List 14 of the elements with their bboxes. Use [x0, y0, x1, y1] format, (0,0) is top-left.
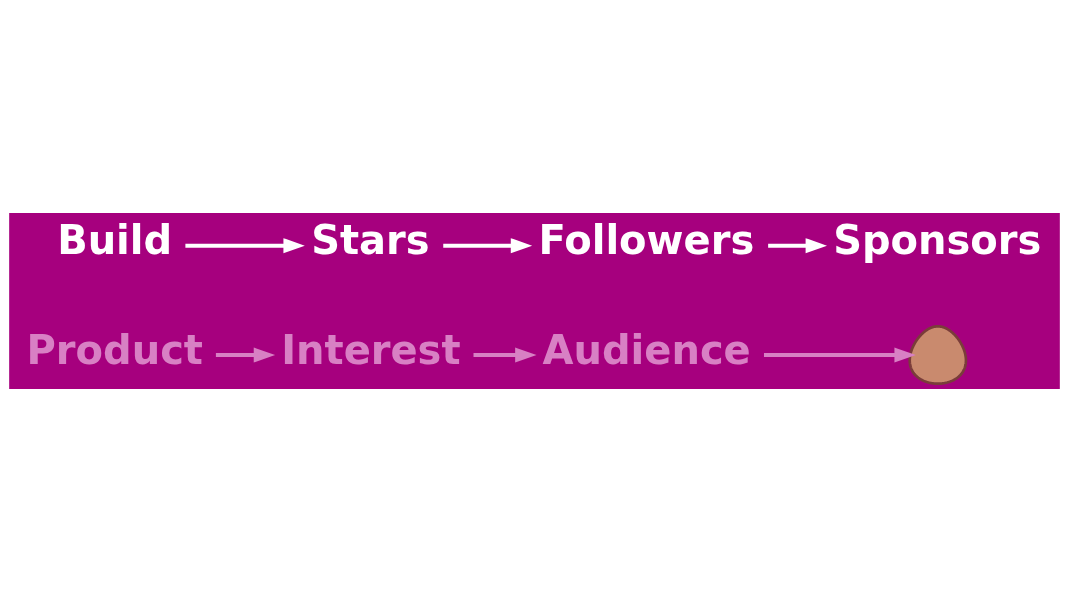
arrow — [185, 237, 305, 253]
arrow — [764, 347, 916, 362]
node-text: Followers — [538, 216, 755, 263]
node-text: Sponsors — [833, 216, 1042, 263]
arrow — [768, 237, 827, 253]
node-text: Product — [26, 326, 203, 373]
node-picture — [908, 324, 968, 385]
arrow — [215, 347, 276, 362]
node-text: Stars — [311, 216, 430, 263]
node-text: Audience — [542, 326, 751, 373]
node-text: Build — [57, 216, 173, 263]
node-text: Interest — [281, 326, 461, 373]
arrow — [443, 237, 533, 253]
arrow — [473, 347, 537, 362]
